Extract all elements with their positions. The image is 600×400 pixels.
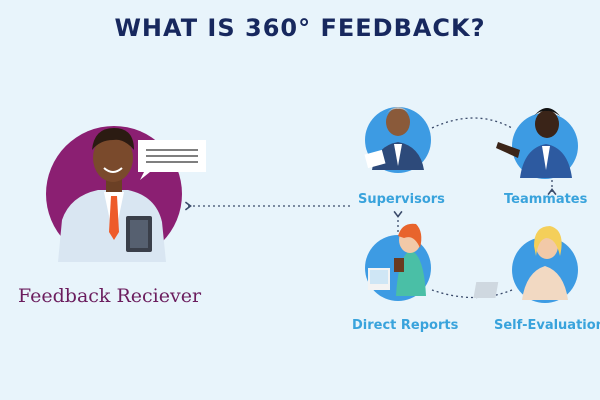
node-label-supervisors: Supervisors xyxy=(358,192,445,207)
node-label-teammates: Teammates xyxy=(504,192,588,207)
page-title: WHAT IS 360° FEEDBACK? xyxy=(114,14,486,42)
supervisor-person-icon xyxy=(364,107,431,173)
receiver-label: Feedback Reciever xyxy=(18,285,202,307)
node-label-self-evaluation: Self-Evaluation xyxy=(494,318,600,333)
teammate-person-icon xyxy=(496,108,578,179)
direct-report-person-icon xyxy=(365,223,431,301)
node-label-direct-reports: Direct Reports xyxy=(352,318,459,333)
self-evaluation-person-icon xyxy=(473,226,578,303)
connector-self-direct xyxy=(431,289,513,299)
receiver-person-with-speech-bubble-icon xyxy=(46,126,206,262)
connector-supervisors-teammates xyxy=(431,117,513,129)
